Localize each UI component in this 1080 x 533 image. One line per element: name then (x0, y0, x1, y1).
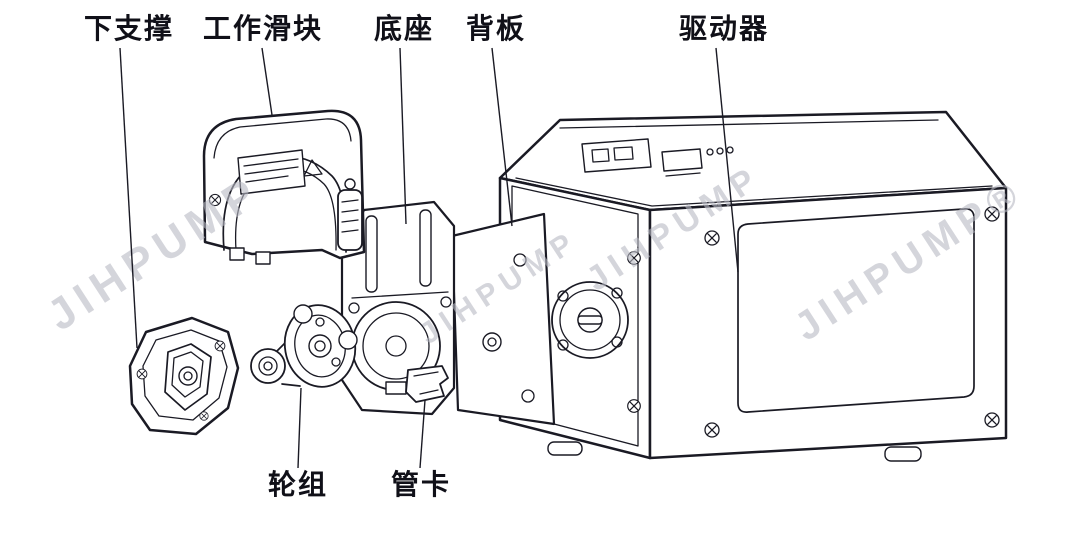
tube-clamp-rib (419, 389, 439, 395)
bearing-outer (250, 348, 286, 384)
leader-lower-support (119, 47, 138, 349)
label-lower-support: 下支撑 (84, 14, 175, 45)
base-hole (348, 302, 360, 314)
screw-icon (627, 399, 641, 413)
front-cover-shield-inner (171, 351, 204, 398)
bearing-center (263, 361, 273, 371)
label-driver: 驱动器 (679, 14, 770, 45)
driver-display (581, 138, 652, 173)
working-slider-knob-track (337, 189, 363, 251)
part-wheel-group-drawing (250, 304, 358, 388)
label-wheel-group: 轮组 (268, 470, 329, 501)
slider-ridges (341, 199, 359, 233)
driver-top-seam (515, 177, 993, 207)
slider-pin (344, 178, 356, 190)
leader-tube-clamp (419, 399, 426, 469)
roller-arm (281, 383, 301, 387)
part-lower-support-drawing (128, 316, 240, 436)
leader-wheel-group (297, 387, 302, 469)
backplate-hole (513, 253, 527, 267)
part-top-cover-drawing (202, 109, 366, 265)
cover-sticker-line (243, 158, 299, 167)
mount-bolt (611, 287, 623, 299)
driver-keypad (661, 148, 703, 172)
leader-base (399, 47, 407, 225)
carrier-hub (308, 334, 332, 358)
label-base: 底座 (374, 14, 435, 45)
driver-foot (547, 441, 583, 456)
driver-display-segment (613, 146, 634, 161)
carrier-hub-center (314, 340, 326, 352)
mount-bolt (611, 336, 623, 348)
tube-clamp-rib (413, 371, 439, 377)
cover-tab (255, 251, 271, 265)
warning-triangle-icon (303, 159, 323, 177)
screw-icon (704, 230, 720, 246)
mount-bolt (557, 339, 569, 351)
label-back-plate: 背板 (466, 14, 527, 45)
base-ledge (351, 291, 449, 299)
driver-button (726, 146, 734, 154)
backplate-hole (521, 389, 535, 403)
drive-shaft-ring (559, 289, 621, 351)
driver-top-seam-back (559, 119, 939, 129)
base-notch (385, 381, 407, 395)
screw-icon (214, 340, 226, 352)
part-driver-drawing (498, 110, 1008, 462)
driver-button (706, 148, 714, 156)
part-tube-clamp-drawing (405, 365, 449, 403)
backplate-outline (450, 212, 556, 426)
driver-foot (884, 446, 922, 462)
mount-bolt (557, 290, 569, 302)
cover-top-seam (213, 118, 352, 159)
cover-sticker-line (244, 166, 299, 175)
leader-working-slider (261, 47, 273, 116)
driver-right-face (648, 186, 1008, 460)
front-cover-hub-center (183, 371, 193, 381)
screw-icon (136, 368, 148, 380)
base-shaft-hole (385, 335, 407, 357)
roller (338, 330, 358, 350)
base-post (365, 215, 378, 293)
driver-display-segment (591, 148, 610, 163)
base-post (419, 209, 432, 287)
screw-icon (199, 411, 209, 421)
driver-side-panel (737, 208, 975, 413)
screw-icon (984, 412, 1000, 428)
driver-top-mark (665, 172, 701, 177)
backplate-hole (482, 332, 502, 352)
carrier-bolt (331, 357, 341, 367)
front-cover-hub (178, 366, 198, 386)
bearing-ring (258, 356, 278, 376)
label-working-slider: 工作滑块 (203, 14, 324, 45)
roller (293, 304, 313, 324)
front-cover-inner (142, 329, 228, 421)
driver-button (716, 147, 724, 155)
label-tube-clamp: 管卡 (391, 470, 452, 501)
leader-back-plate (491, 47, 513, 227)
backplate-hole (487, 337, 497, 347)
leader-driver (715, 47, 739, 273)
cover-sticker-line (245, 175, 289, 183)
cover-sticker (237, 149, 306, 195)
front-cover-shield (164, 343, 212, 411)
cover-tab (229, 247, 245, 261)
drive-shaft-slot (577, 315, 603, 325)
base-bore-inner (362, 312, 430, 380)
leader-lines (119, 47, 739, 469)
screw-icon (704, 422, 720, 438)
carrier-bolt (315, 317, 325, 327)
base-hole (440, 296, 452, 308)
